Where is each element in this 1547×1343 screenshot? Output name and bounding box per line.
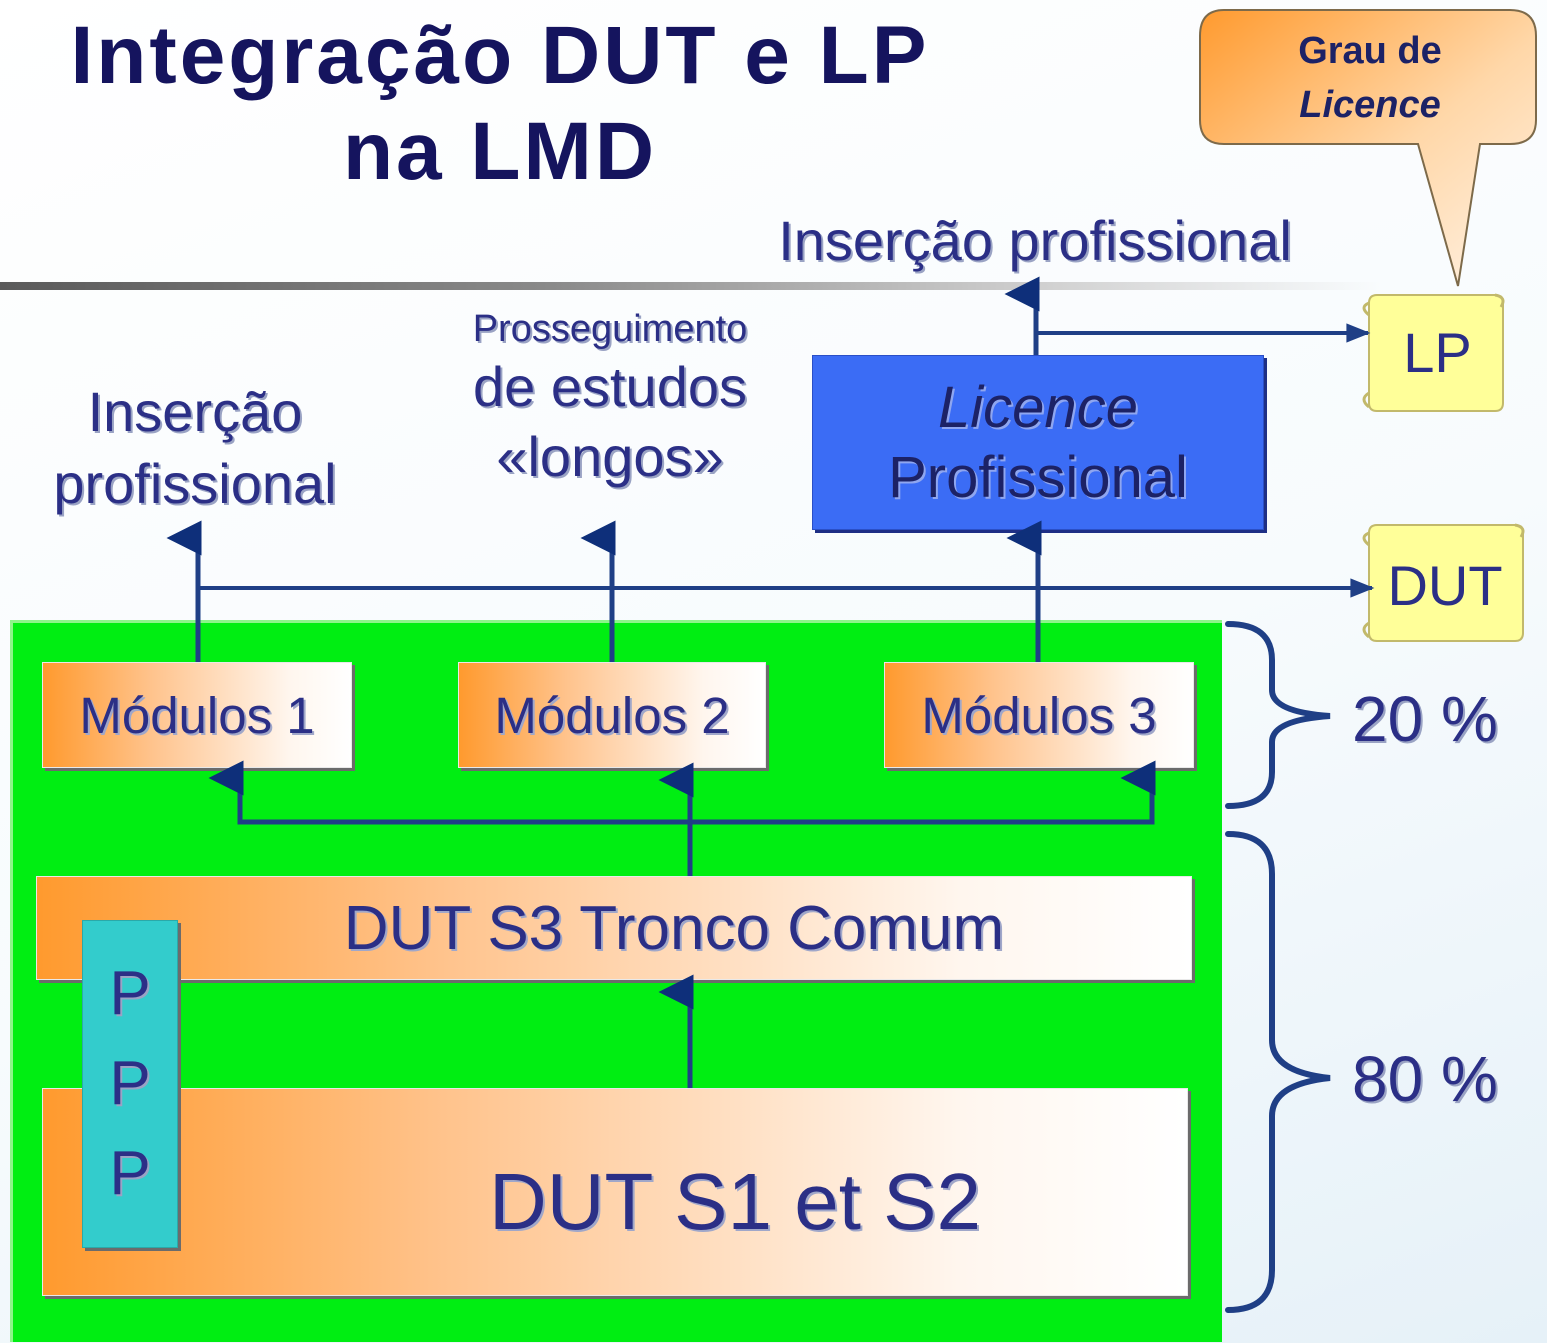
- ppp-letter-3: P: [109, 1139, 151, 1208]
- callout-bubble: [1199, 9, 1537, 287]
- percent-common: 80 %: [1352, 1043, 1498, 1115]
- brace-80-percent: [1225, 831, 1331, 1313]
- dut-s1-s2-box: DUT S1 et S2: [42, 1088, 1188, 1296]
- dut-s3-box: DUT S3 Tronco Comum: [36, 876, 1192, 980]
- further-studies-line-3: «longos»: [496, 425, 724, 488]
- insertion-left-label: Inserção profissional: [20, 376, 370, 520]
- dut-scroll-icon: [1362, 523, 1525, 642]
- licence-line-2: Profissional: [888, 444, 1188, 510]
- further-studies-line-2: de estudos: [473, 355, 747, 418]
- lp-scroll-icon: [1362, 293, 1505, 412]
- lp-diploma-label: LP: [1403, 321, 1472, 384]
- title-line-1: Integração DUT e LP: [70, 10, 930, 101]
- further-studies-line-1: Prosseguimento: [472, 308, 748, 350]
- insertion-top-label: Inserção profissional: [778, 209, 1292, 272]
- insertion-left-line-2: profissional: [53, 452, 337, 515]
- callout-line-2: Licence: [1299, 84, 1441, 126]
- insertion-left-line-1: Inserção: [87, 380, 303, 443]
- ppp-letter-2: P: [109, 1049, 151, 1118]
- further-studies-label: Prosseguimento de estudos «longos»: [420, 306, 800, 492]
- licence-profissional-box: Licence Profissional: [812, 355, 1264, 530]
- title-divider: [0, 282, 1380, 290]
- callout-text: Grau de Licence: [1205, 24, 1535, 132]
- ppp-box: P P P: [82, 920, 178, 1248]
- ppp-letter-1: P: [109, 959, 151, 1028]
- dut-diploma-label: DUT: [1387, 553, 1503, 617]
- module-box-3: Módulos 3: [884, 662, 1194, 768]
- percent-modules: 20 %: [1352, 683, 1498, 755]
- licence-line-1: Licence: [938, 374, 1138, 440]
- page-title: Integração DUT e LP na LMD: [0, 8, 1000, 200]
- title-line-2: na LMD: [342, 106, 658, 197]
- module-box-2: Módulos 2: [458, 662, 766, 768]
- callout-line-1: Grau de: [1298, 30, 1442, 72]
- brace-20-percent: [1225, 621, 1331, 809]
- distribution-bar: [237, 780, 1155, 825]
- module-box-1: Módulos 1: [42, 662, 352, 768]
